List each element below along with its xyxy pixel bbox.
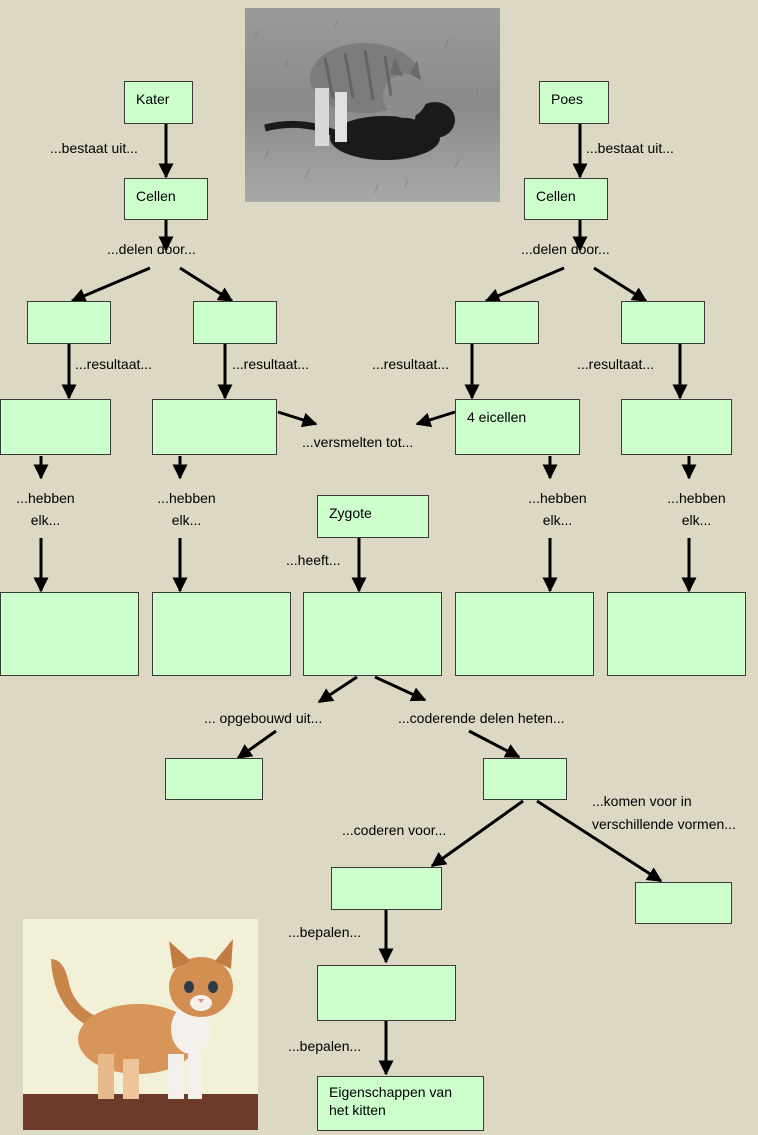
box-bepalen <box>317 965 456 1021</box>
box-vormen <box>635 882 732 924</box>
label-bestaat-uit-left: ...bestaat uit... <box>50 140 138 156</box>
label-hebben-3b: elk... <box>542 512 573 528</box>
box-opgebouwd <box>165 758 263 800</box>
label-bepalen-1: ...bepalen... <box>288 924 362 940</box>
arrow-opgebouwd-b <box>236 729 277 760</box>
label-coderen-voor: ...coderen voor... <box>342 822 447 838</box>
arrow-komen-voor <box>536 799 663 883</box>
box-gamete-4 <box>621 399 732 455</box>
arrow-split-l1 <box>70 266 151 303</box>
box-chromosomes-1 <box>0 592 139 676</box>
label-komen-voor-b: verschillende vormen... <box>592 816 736 832</box>
box-coderen <box>331 867 442 910</box>
box-chromosomes-5 <box>607 592 746 676</box>
cats-on-grass-photo <box>245 8 500 202</box>
box-division-4 <box>621 301 705 344</box>
box-division-3 <box>455 301 539 344</box>
box-chromosomes-zygote <box>303 592 442 676</box>
label-hebben-2a: ...hebben <box>157 490 216 506</box>
box-cellen-right: Cellen <box>524 178 608 220</box>
label-opgebouwd-uit: ... opgebouwd uit... <box>204 710 323 726</box>
box-kater: Kater <box>124 81 193 124</box>
box-chromosomes-4 <box>455 592 594 676</box>
box-poes: Poes <box>539 81 609 124</box>
label-hebben-4b: elk... <box>681 512 712 528</box>
box-eicellen: 4 eicellen <box>455 399 580 455</box>
arrow-split-l2 <box>179 266 234 303</box>
box-division-1 <box>27 301 111 344</box>
box-cellen-left: Cellen <box>124 178 208 220</box>
box-kitten: Eigenschappen van het kitten <box>317 1076 484 1131</box>
label-hebben-1a: ...hebben <box>16 490 75 506</box>
arrow-coderen-voor <box>430 799 524 868</box>
box-division-2 <box>193 301 277 344</box>
label-delen-door-left: ...delen door... <box>107 241 196 257</box>
label-resultaat-4: ...resultaat... <box>577 356 655 372</box>
arrow-opgebouwd-a <box>317 675 358 704</box>
label-hebben-1b: elk... <box>30 512 61 528</box>
label-coderende-delen: ...coderende delen heten... <box>398 710 565 726</box>
label-bepalen-2: ...bepalen... <box>288 1038 362 1054</box>
box-chromosomes-2 <box>152 592 291 676</box>
label-hebben-4a: ...hebben <box>667 490 726 506</box>
arrow-coderend-b <box>468 729 521 759</box>
label-versmelten-tot: ...versmelten tot... <box>302 434 414 450</box>
box-gamete-2 <box>152 399 277 455</box>
ginger-kitten-photo <box>23 919 258 1130</box>
box-gamete-1 <box>0 399 111 455</box>
label-resultaat-1: ...resultaat... <box>75 356 153 372</box>
box-genen <box>483 758 567 800</box>
label-heeft: ...heeft... <box>286 552 341 568</box>
label-resultaat-3: ...resultaat... <box>372 356 450 372</box>
label-resultaat-2: ...resultaat... <box>232 356 310 372</box>
label-komen-voor-a: ...komen voor in <box>592 793 692 809</box>
label-bestaat-uit-right: ...bestaat uit... <box>586 140 674 156</box>
arrow-versmelt-left <box>277 410 318 428</box>
arrow-split-r1 <box>484 266 565 303</box>
arrow-split-r2 <box>593 266 648 303</box>
label-hebben-3a: ...hebben <box>528 490 587 506</box>
arrow-versmelt-right <box>415 410 456 428</box>
box-zygote: Zygote <box>317 495 429 538</box>
label-delen-door-right: ...delen door... <box>521 241 610 257</box>
label-hebben-2b: elk... <box>171 512 202 528</box>
arrow-coderend-a <box>374 675 427 702</box>
